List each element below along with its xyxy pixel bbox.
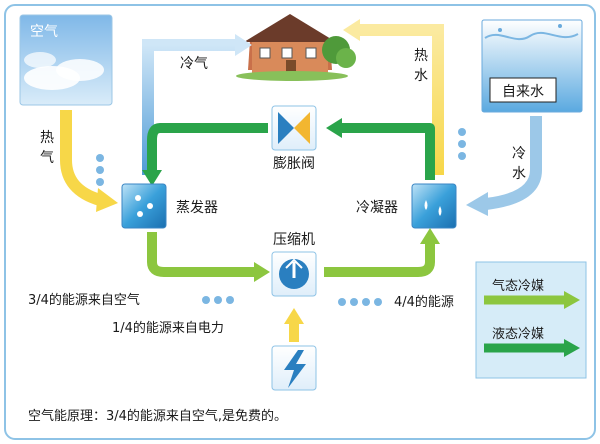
total-energy: 4/4的能源 (338, 294, 454, 310)
condenser-label: 冷凝器 (356, 200, 398, 216)
cold-water-label-2: 水 (512, 166, 526, 182)
hot-water-label-2: 水 (414, 68, 428, 84)
tap-water-label: 自来水 (502, 84, 544, 100)
expansion-valve-label: 膨胀阀 (273, 155, 315, 172)
energy-from-air: 3/4的能源来自空气 (28, 292, 234, 308)
hot-air-label-2: 气 (40, 150, 54, 166)
legend-liquid-label: 液态冷媒 (492, 327, 544, 342)
tap-water-source: 自来水 (481, 19, 583, 113)
house-icon (236, 14, 356, 81)
total-energy-label: 4/4的能源 (394, 294, 454, 310)
gas-refrigerant-loop (147, 228, 440, 282)
cold-air-label: 冷气 (180, 56, 208, 72)
air-box-label: 空气 (30, 24, 58, 40)
hot-water-label-1: 热 (414, 48, 428, 64)
expansion-valve: 膨胀阀 (271, 105, 317, 172)
evaporator: 蒸发器 (121, 183, 218, 229)
legend: 气态冷媒 液态冷媒 (475, 261, 587, 379)
legend-gas-label: 气态冷媒 (492, 278, 544, 294)
air-source: 空气 (19, 14, 113, 106)
energy-from-air-label: 3/4的能源来自空气 (28, 292, 140, 308)
legend-liquid-arrow (564, 339, 580, 357)
condenser: 冷凝器 (356, 183, 457, 229)
cold-air-flow: 冷气 (142, 34, 252, 175)
energy-from-power: 1/4的能源来自电力 (112, 308, 317, 391)
cold-water-label-1: 冷 (512, 146, 526, 162)
hot-air-label-1: 热 (40, 130, 54, 146)
hot-water-flow: 热 水 (343, 19, 444, 175)
legend-gas-arrow (564, 291, 580, 309)
liquid-refrigerant-loop (142, 118, 435, 186)
hot-air-flow: 热 气 (40, 110, 118, 212)
cold-water-flow: 冷 水 (458, 116, 542, 216)
compressor: 压缩机 (271, 232, 317, 297)
energy-from-power-label: 1/4的能源来自电力 (112, 320, 224, 336)
footer-caption: 空气能原理：3/4的能源来自空气,是免费的。 (28, 408, 287, 424)
evaporator-label: 蒸发器 (176, 200, 218, 216)
compressor-label: 压缩机 (273, 232, 315, 248)
